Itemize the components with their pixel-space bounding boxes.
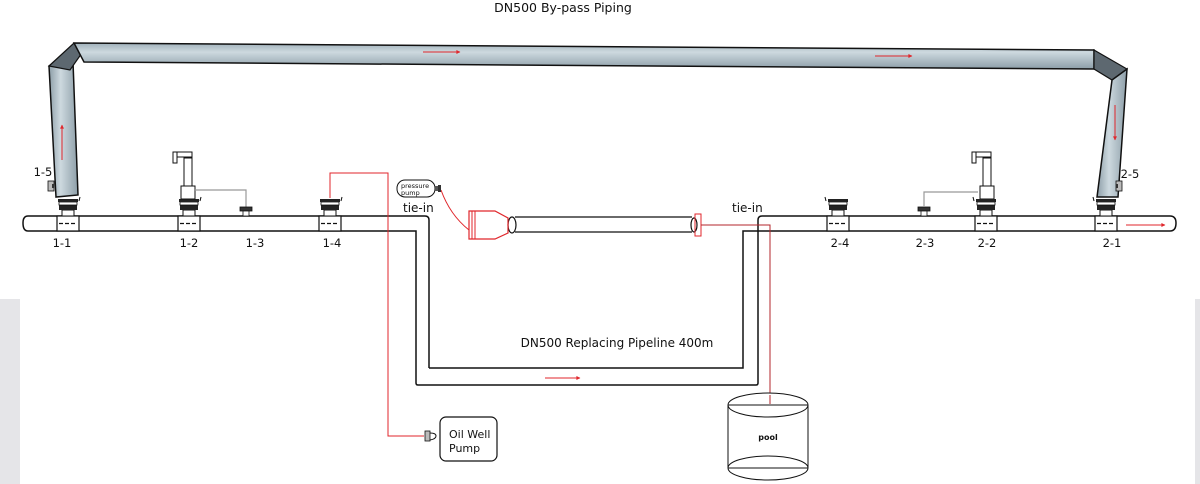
bypass-top-run (72, 42, 1095, 70)
replacing-pipeline (418, 215, 1177, 386)
valve-label-1-2: 1-2 (180, 236, 199, 250)
actuator-1-2 (172, 151, 196, 200)
oil-well-pump: Oil Well Pump (424, 416, 498, 462)
svg-text:Oil Well: Oil Well (449, 428, 490, 441)
valve-2-3[interactable] (917, 206, 931, 217)
bypass-left-riser (48, 56, 79, 198)
drain-line (701, 224, 771, 404)
valve-label-1-1: 1-1 (53, 236, 72, 250)
right-side-panel (1195, 299, 1200, 484)
replacing-pipeline-label: DN500 Replacing Pipeline 400m (521, 336, 714, 350)
svg-text:pressure: pressure (401, 182, 429, 190)
sensing-line-2 (923, 191, 978, 207)
pool-tank: pool (727, 392, 809, 481)
valve-2-2[interactable] (972, 196, 998, 232)
valve-1-3[interactable] (239, 206, 253, 217)
left-side-panel (0, 299, 20, 484)
svg-text:Pump: Pump (449, 442, 480, 455)
valve-label-2-3: 2-3 (916, 236, 935, 250)
valve-1-4[interactable] (318, 196, 343, 232)
valve-2-4[interactable] (824, 196, 850, 232)
valve-label-1-5: 1-5 (34, 165, 53, 179)
valve-label-2-5: 2-5 (1121, 167, 1140, 181)
valve-label-1-4: 1-4 (323, 236, 342, 250)
valve-label-1-3: 1-3 (246, 236, 265, 250)
tie-in-label-left: tie-in (403, 201, 434, 215)
valve-2-5[interactable] (1115, 180, 1123, 192)
diagram-title: DN500 By-pass Piping (494, 0, 632, 15)
valve-label-2-1: 2-1 (1103, 236, 1122, 250)
bypass-pipe (47, 42, 1129, 198)
svg-text:pool: pool (758, 433, 778, 442)
pressure-pump: pressure pump (396, 179, 441, 198)
valve-2-1[interactable] (1092, 196, 1118, 232)
actuator-2-2 (971, 151, 995, 200)
valve-1-2[interactable] (177, 196, 202, 232)
main-line-left (22, 215, 430, 386)
pig-section (440, 189, 771, 404)
valve-label-2-2: 2-2 (978, 236, 997, 250)
pig-receiver (694, 213, 702, 237)
oil-pump-line (329, 172, 424, 437)
valve-label-2-4: 2-4 (831, 236, 850, 250)
pig-launcher (468, 210, 509, 240)
svg-text:pump: pump (401, 189, 420, 197)
tie-in-label-right: tie-in (732, 201, 763, 215)
sensing-line-1 (194, 189, 247, 207)
valve-1-5[interactable] (47, 180, 55, 192)
bypass-right-riser (1096, 67, 1128, 198)
valve-1-1[interactable] (56, 196, 81, 232)
